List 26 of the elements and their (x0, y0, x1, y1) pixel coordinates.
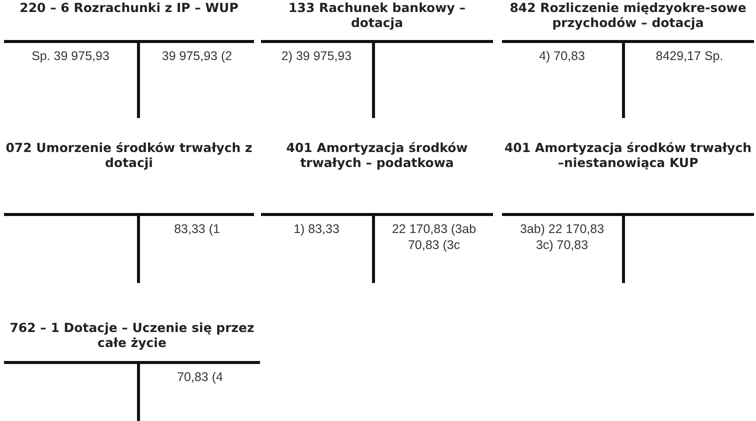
entry-text: 2) 39 975,93 (281, 49, 352, 64)
account-title: 220 – 6 Rozrachunki z IP – WUP (18, 0, 240, 15)
account-title: 072 Umorzenie środków trwałych z dotacji (4, 140, 254, 170)
entry-text: 22 170,83 (3ab (392, 222, 476, 237)
entry-text: 4) 70,83 (539, 49, 585, 64)
entry-text: Sp. 39 975,93 (32, 49, 110, 64)
entry-text: 83,33 (1 (174, 222, 220, 237)
account-title: 133 Rachunek bankowy – dotacja (288, 0, 466, 30)
entry-text: 3ab) 22 170,83 (520, 222, 604, 237)
entry-text: 8429,17 Sp. (656, 49, 724, 64)
debit-side (4, 40, 140, 118)
account-title: 401 Amortyzacja środków trwałych – podatkowa (285, 140, 469, 170)
debit-side (4, 361, 140, 421)
debit-side (261, 213, 375, 283)
account-title: 762 – 1 Dotacje – Uczenie się przez całe życie (8, 320, 256, 350)
account-title: 842 Rozliczenie międzyokre-sowe przychodów – dotacja (508, 0, 748, 30)
entry-text: 1) 83,33 (294, 222, 340, 237)
debit-side (4, 213, 140, 283)
account-title: 401 Amortyzacja środków trwałych –niestanowiąca KUP (503, 140, 753, 170)
entry-text: 3c) 70,83 (536, 238, 588, 253)
debit-side (502, 213, 625, 283)
entry-text: 39 975,93 (2 (162, 49, 232, 64)
entry-text: 70,83 (4 (177, 370, 223, 385)
debit-side (502, 40, 625, 118)
debit-side (261, 40, 375, 118)
entry-text: 70,83 (3c (408, 238, 460, 253)
